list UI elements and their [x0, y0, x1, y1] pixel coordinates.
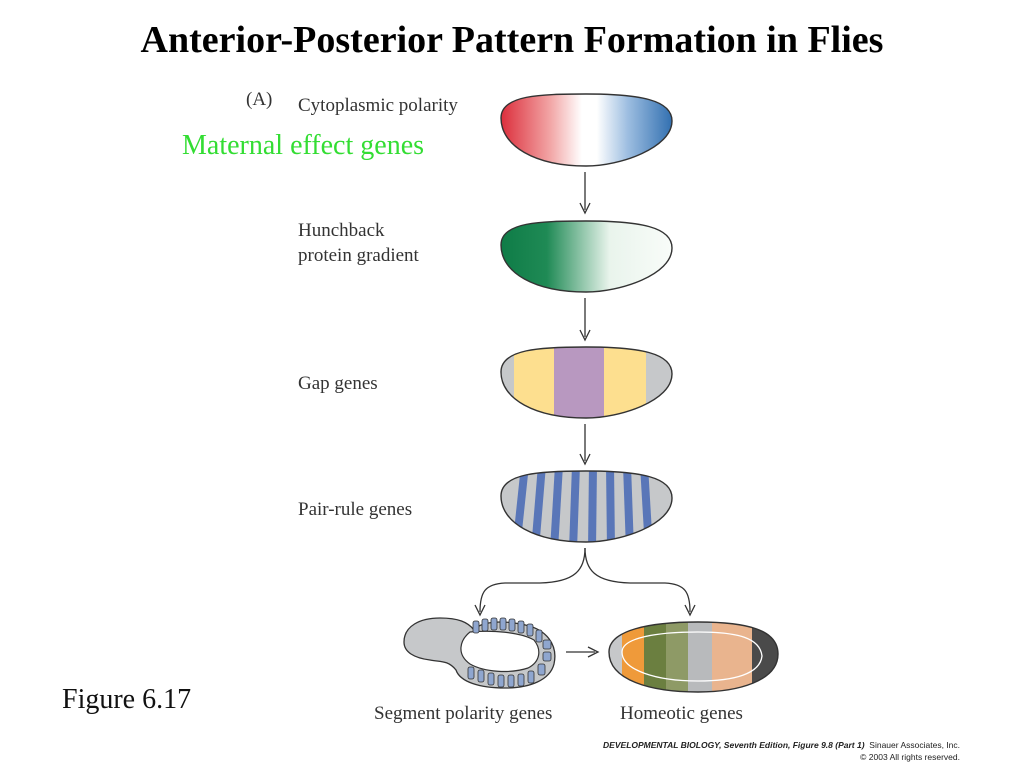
stage-label-cytoplasmic-polarity: Cytoplasmic polarity	[298, 95, 458, 116]
segment-polarity-embryo	[403, 617, 556, 689]
pair-rule-genes-embryo	[500, 470, 673, 543]
figure-label: Figure 6.17	[62, 684, 192, 715]
cytoplasmic-polarity-embryo	[500, 93, 673, 167]
panel-letter: (A)	[246, 89, 273, 110]
stage-label-segment-polarity-genes: Segment polarity genes	[374, 703, 553, 724]
stage-label-hunchback-gradient: protein gradient	[298, 245, 419, 266]
branch-arrows	[474, 547, 696, 617]
stage-label-gap-genes: Gap genes	[298, 373, 378, 394]
arrow-2-head	[579, 329, 591, 342]
arrow-1-head	[579, 202, 591, 215]
gap-genes-embryo	[500, 346, 673, 419]
stage-label-pair-rule-genes: Pair-rule genes	[298, 499, 413, 520]
stage-label-homeotic-genes: Homeotic genes	[620, 703, 743, 724]
credit-copyright: © 2003 All rights reserved.	[860, 752, 960, 762]
slide-title: Anterior-Posterior Pattern Formation in …	[140, 19, 884, 61]
credit-book: DEVELOPMENTAL BIOLOGY, Seventh Edition, …	[603, 740, 865, 750]
arrow-3-head	[579, 453, 591, 466]
maternal-effect-genes-annotation: Maternal effect genes	[182, 130, 425, 161]
arrow-segment-to-homeotic-head	[587, 646, 600, 658]
stage-label-hunchback: Hunchback	[298, 220, 385, 241]
credit-line: DEVELOPMENTAL BIOLOGY, Seventh Edition, …	[603, 739, 960, 763]
hunchback-gradient-embryo	[500, 220, 673, 293]
homeotic-genes-embryo	[608, 621, 779, 693]
credit-publisher: Sinauer Associates, Inc.	[869, 740, 960, 750]
